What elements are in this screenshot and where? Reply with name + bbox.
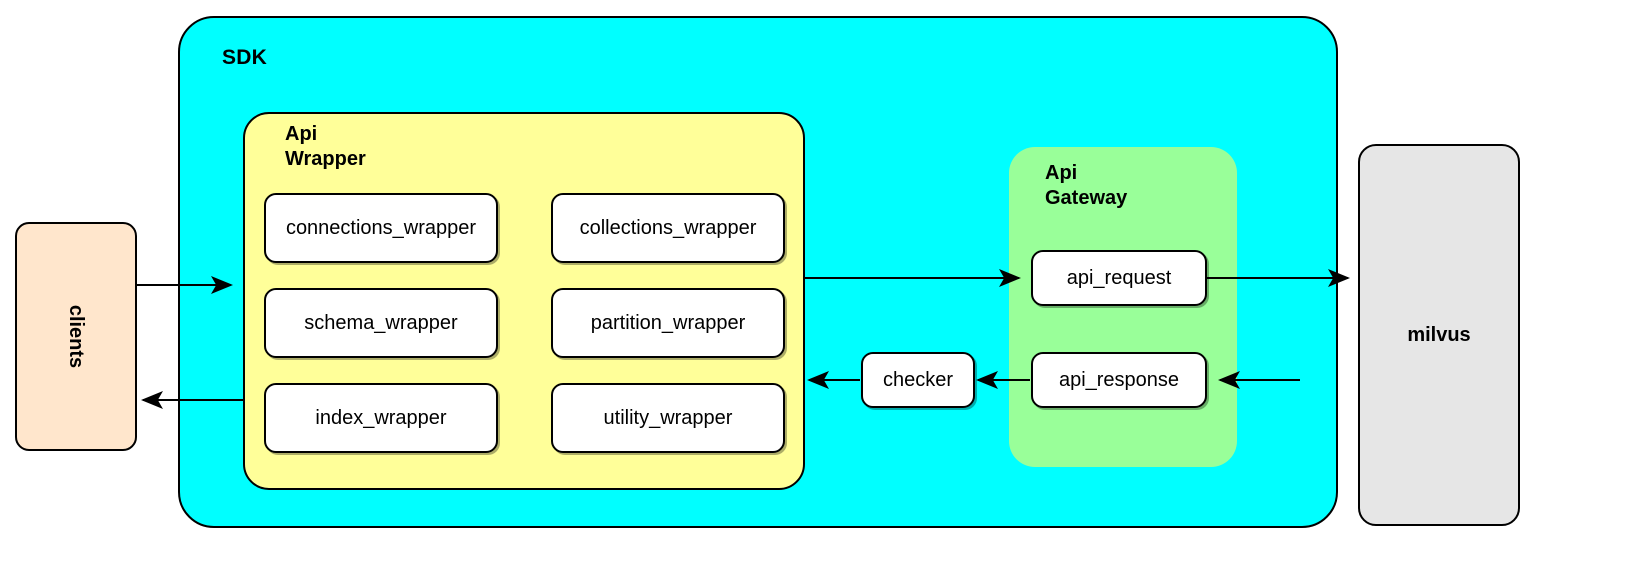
schema-wrapper-label: schema_wrapper [304, 311, 458, 334]
checker-label: checker [882, 368, 954, 391]
api-response-label: api_response [1058, 368, 1180, 391]
api-gateway-label: Api Gateway [1045, 162, 1128, 209]
partition-wrapper-node[interactable]: partition_wrapper [551, 288, 785, 358]
clients-node[interactable]: clients [15, 222, 137, 451]
index-wrapper-label: index_wrapper [315, 406, 447, 429]
utility-wrapper-node[interactable]: utility_wrapper [551, 383, 785, 453]
clients-label: clients [65, 304, 88, 369]
sdk-label: SDK [222, 46, 267, 69]
connections-wrapper-node[interactable]: connections_wrapper [264, 193, 498, 263]
api-gateway-container[interactable]: Api Gateway [1009, 147, 1237, 467]
api-wrapper-label: Api Wrapper [285, 123, 366, 170]
schema-wrapper-node[interactable]: schema_wrapper [264, 288, 498, 358]
partition-wrapper-label: partition_wrapper [590, 311, 746, 334]
connections-wrapper-label: connections_wrapper [285, 216, 477, 239]
milvus-node[interactable]: milvus [1358, 144, 1520, 526]
collections-wrapper-label: collections_wrapper [579, 216, 757, 239]
milvus-label: milvus [1407, 323, 1471, 346]
api-response-node[interactable]: api_response [1031, 352, 1207, 408]
utility-wrapper-label: utility_wrapper [603, 406, 733, 429]
collections-wrapper-node[interactable]: collections_wrapper [551, 193, 785, 263]
api-request-node[interactable]: api_request [1031, 250, 1207, 306]
api-request-label: api_request [1066, 266, 1172, 289]
index-wrapper-node[interactable]: index_wrapper [264, 383, 498, 453]
checker-node[interactable]: checker [861, 352, 975, 408]
